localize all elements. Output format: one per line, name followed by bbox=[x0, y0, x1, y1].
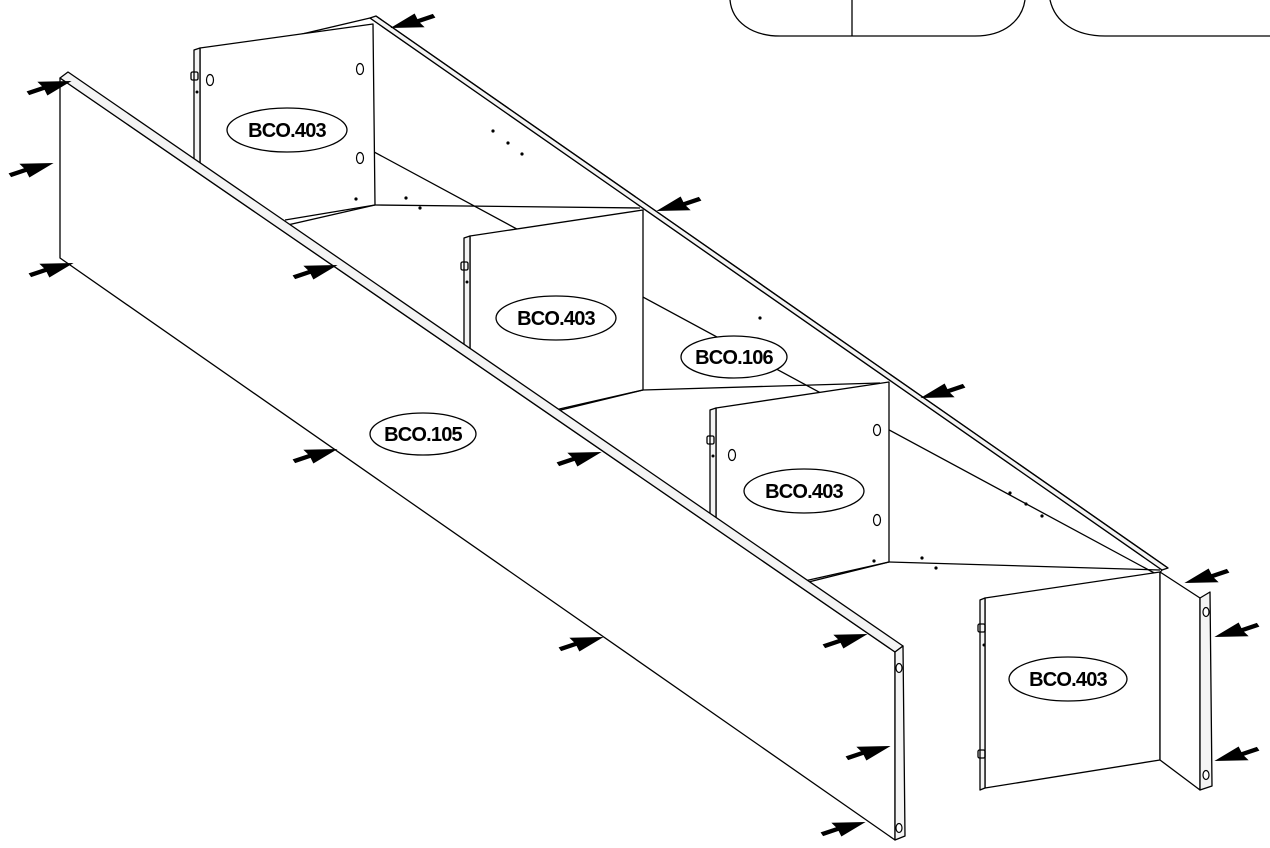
arrow-icon bbox=[1182, 565, 1231, 587]
label-partition-3: BCO.403 bbox=[743, 468, 865, 514]
svg-text:BCO.403: BCO.403 bbox=[1029, 669, 1107, 691]
svg-text:BCO.403: BCO.403 bbox=[765, 481, 843, 503]
label-front-panel: BCO.105 bbox=[369, 412, 477, 456]
svg-text:BCO.105: BCO.105 bbox=[384, 424, 462, 446]
front-panel bbox=[59, 71, 906, 841]
arrow-icon bbox=[654, 193, 703, 215]
arrow-icon bbox=[557, 633, 606, 655]
svg-text:BCO.106: BCO.106 bbox=[695, 347, 773, 369]
label-partition-1: BCO.403 bbox=[226, 107, 348, 153]
label-back-panel: BCO.106 bbox=[680, 335, 788, 379]
detail-callout-left bbox=[729, 0, 1026, 37]
arrow-icon bbox=[1212, 619, 1261, 641]
arrow-icon bbox=[388, 10, 437, 32]
label-partition-2: BCO.403 bbox=[495, 295, 617, 341]
arrow-icon bbox=[7, 159, 56, 181]
arrow-icon bbox=[819, 818, 868, 840]
svg-text:BCO.403: BCO.403 bbox=[248, 120, 326, 142]
arrow-icon bbox=[1212, 743, 1261, 765]
back-panel bbox=[199, 15, 1169, 576]
detail-callout-right bbox=[1049, 0, 1270, 37]
svg-text:BCO.403: BCO.403 bbox=[517, 308, 595, 330]
label-end-panel: BCO.403 bbox=[1008, 656, 1128, 702]
